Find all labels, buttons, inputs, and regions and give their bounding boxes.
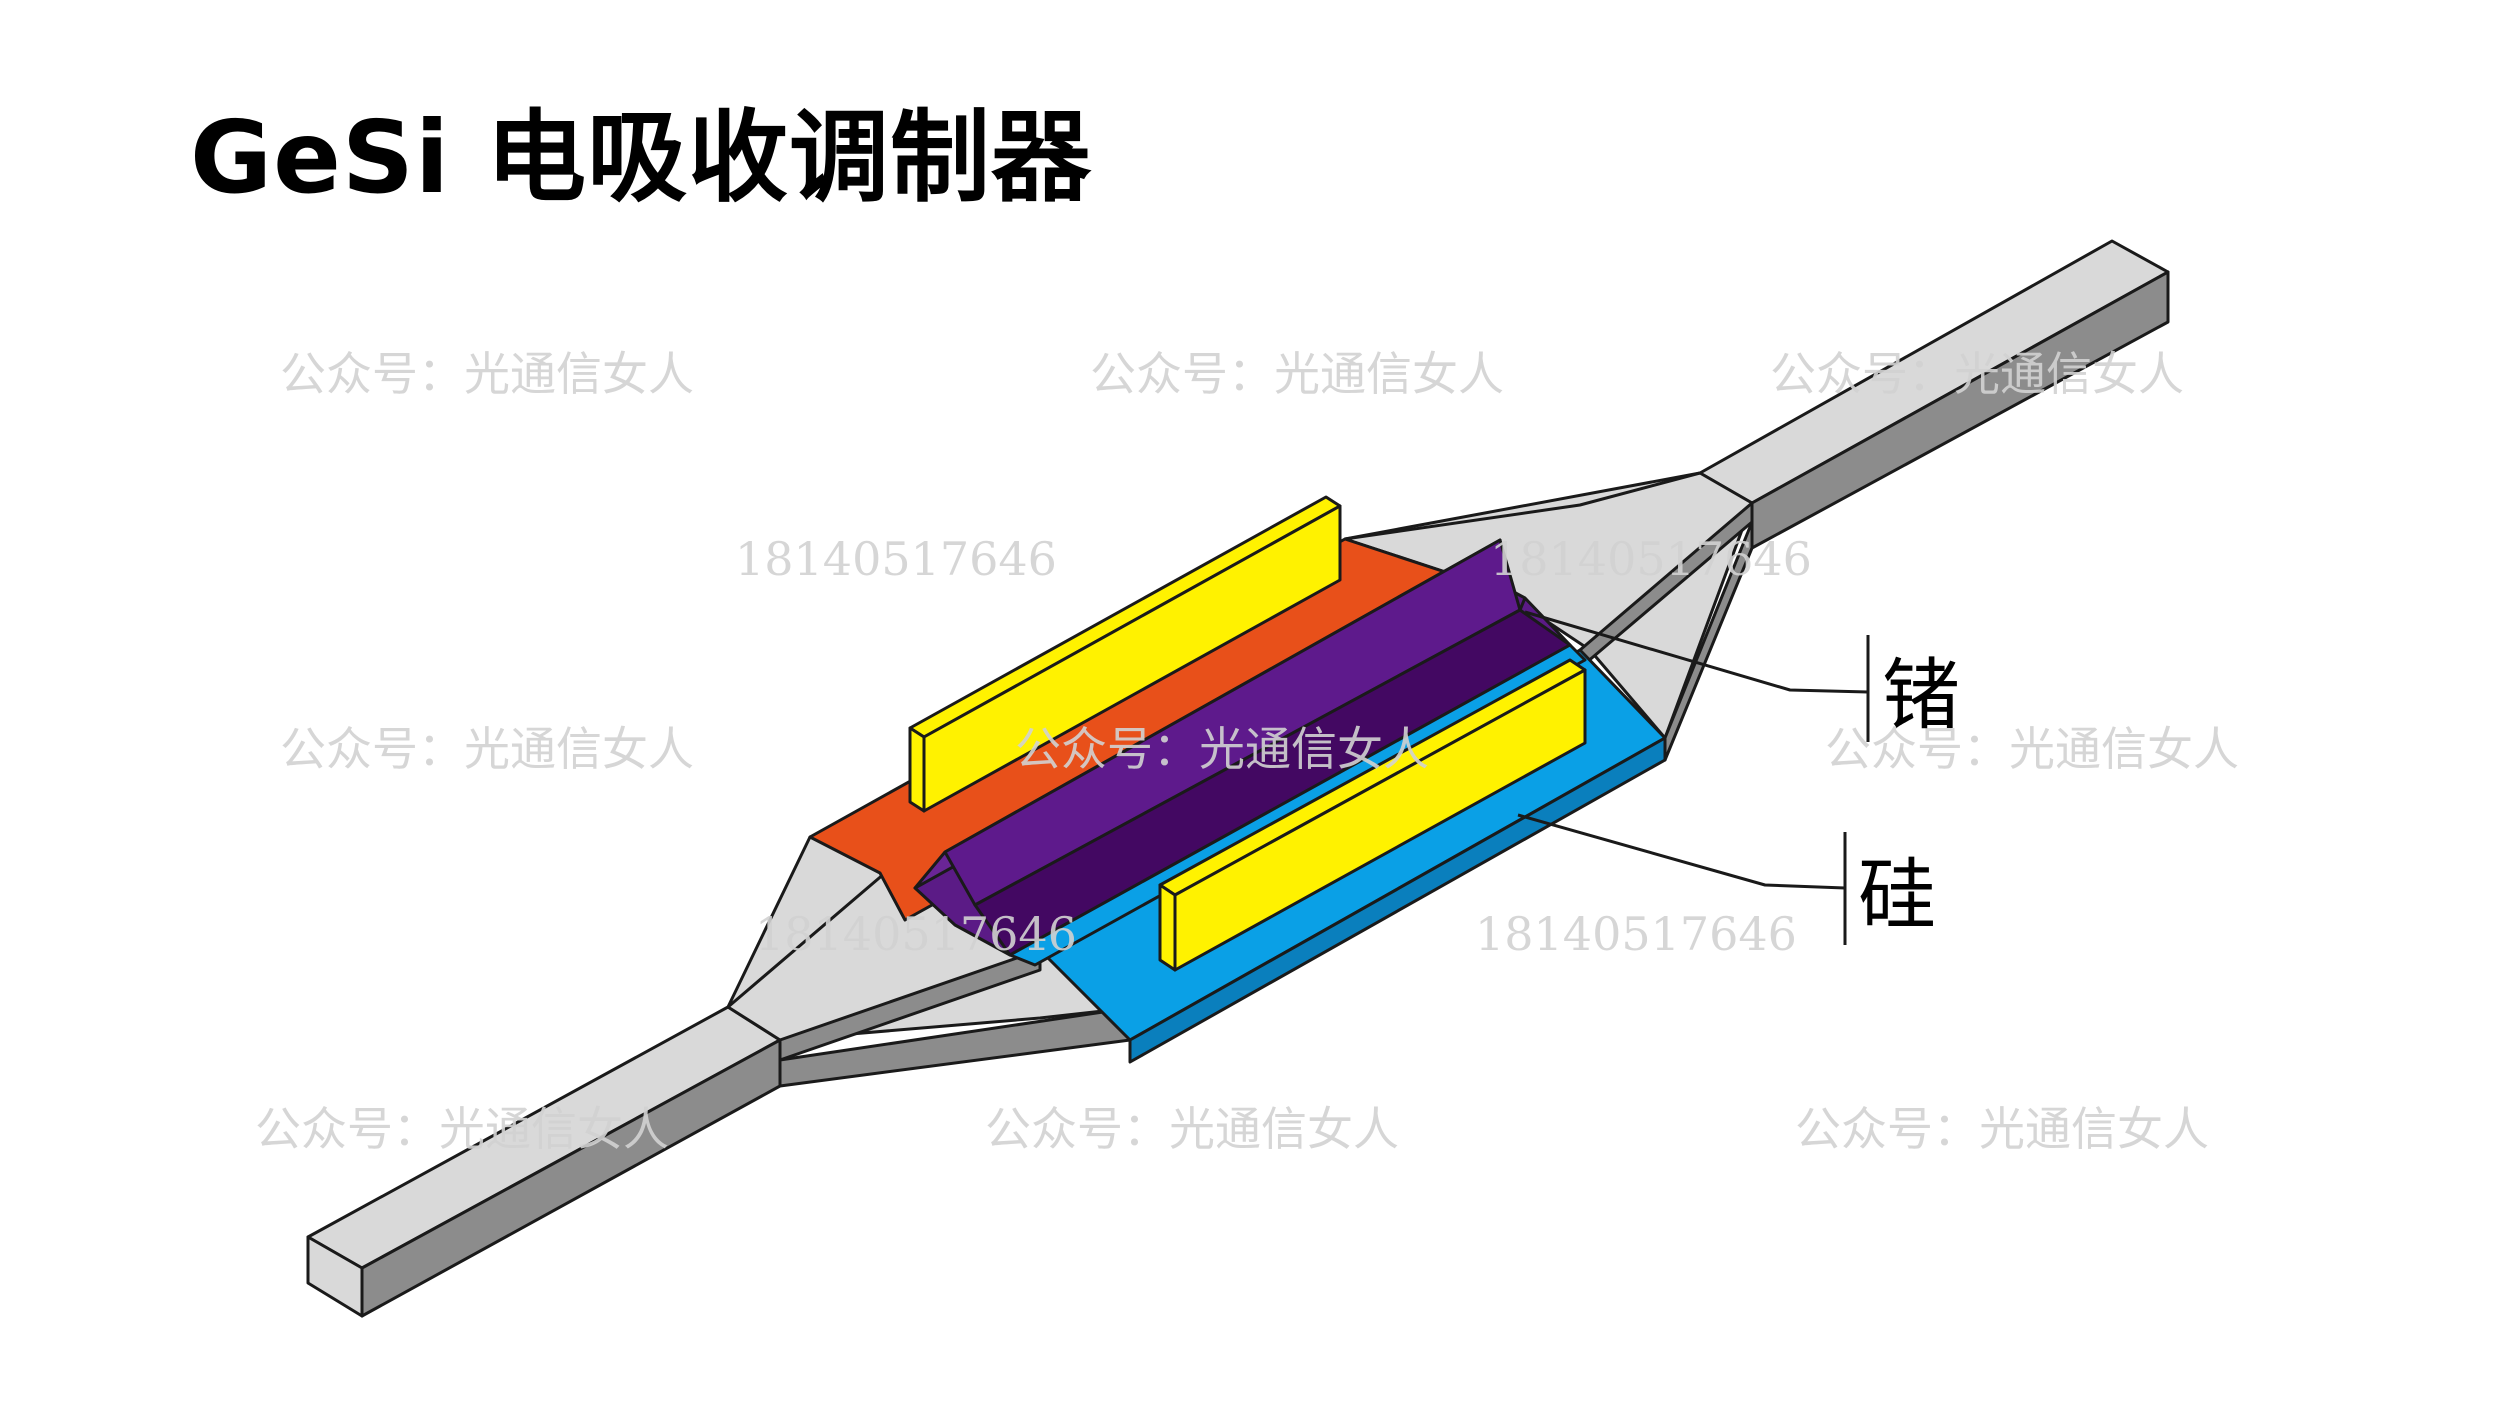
watermark-text: 公众号：光通信女人 [1770,347,2184,401]
electrode-near-front [1158,883,1177,972]
electrode-far-front [908,726,926,813]
electrode-far [908,495,1342,813]
electrode-near [1158,658,1587,972]
germanium-edge [1518,597,1527,611]
watermark-phone: 18140517646 [1490,532,1812,586]
watermark-text: 公众号：光通信女人 [1795,1102,2209,1156]
leader-line-silicon [1517,813,1846,890]
watermark-text: 公众号：光通信女人 [1090,347,1504,401]
watermark-text: 公众号：光通信女人 [255,1102,669,1156]
watermark-text: 公众号：光通信女人 [1825,722,2239,776]
germanium-slab-strip [1008,643,1587,967]
electrode-far-side [922,504,1342,813]
electrode-near-side [1173,668,1587,972]
callout-silicon: 硅 [1517,813,1936,945]
left-taper-side-upper [778,948,1042,1062]
right-taper-edge [1344,471,1701,541]
germanium-ridge [913,538,1572,957]
label-silicon: 硅 [1858,851,1936,941]
watermark-layer: 公众号：光通信女人 公众号：光通信女人 公众号：光通信女人 公众号：光通信女人 … [255,347,2239,1156]
page-title: GeSi 电吸收调制器 [190,99,1093,216]
left-taper [726,835,1132,1088]
left-waveguide [306,1005,782,1318]
watermark-text: 公众号：光通信女人 [280,722,694,776]
watermark-text: 公众号：光通信女人 [1015,722,1429,776]
leader-line-germanium [1524,610,1869,694]
watermark-phone: 18140517646 [755,907,1077,961]
callout-germanium: 锗 [1524,610,1960,742]
watermark-text: 公众号：光通信女人 [985,1102,1399,1156]
watermark-text: 公众号：光通信女人 [280,347,694,401]
watermark-phone: 18140517646 [735,532,1057,586]
label-germanium: 锗 [1882,651,1960,741]
watermark-phone: 18140517646 [1475,907,1797,961]
